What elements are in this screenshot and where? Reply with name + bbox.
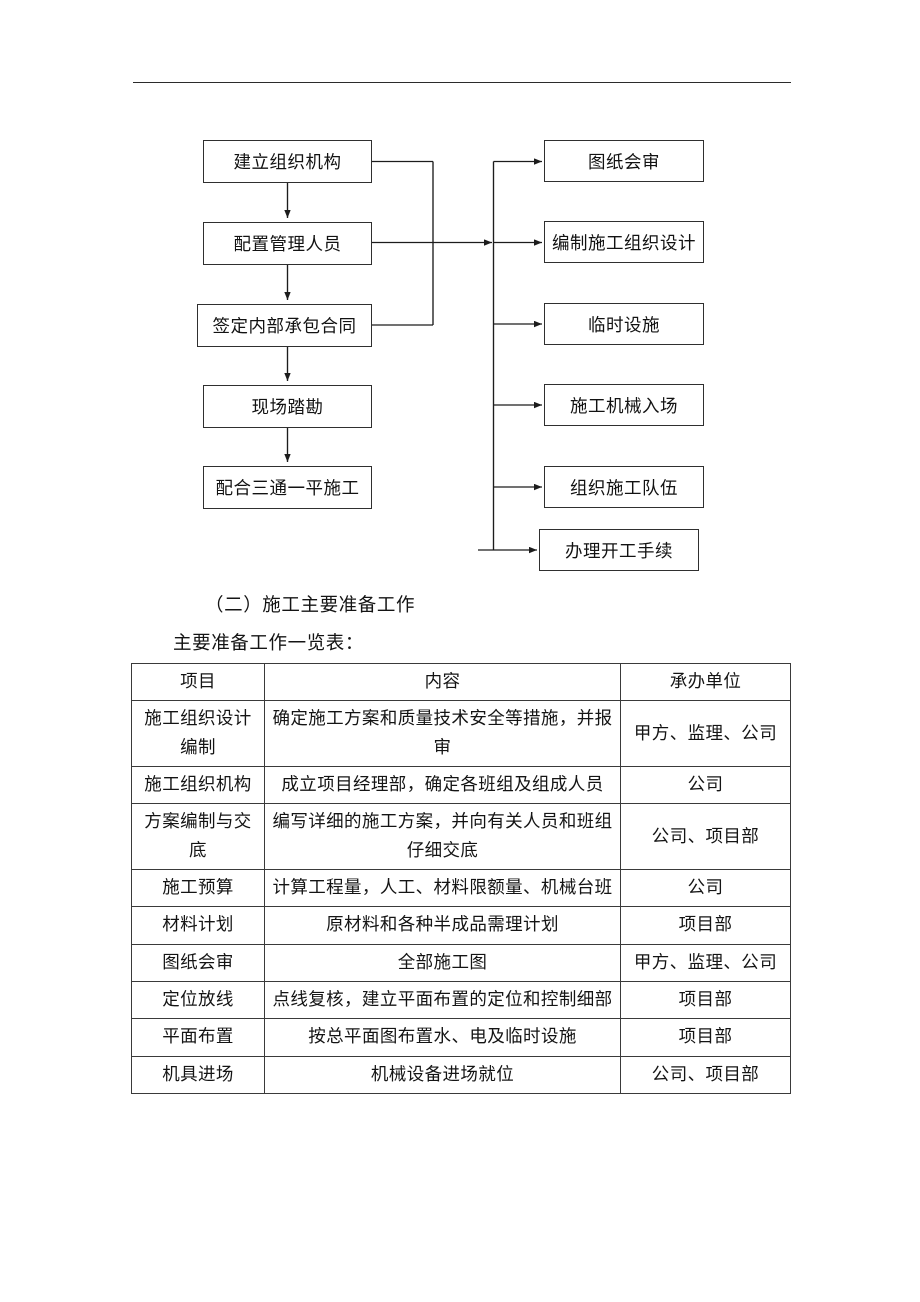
cell-item: 材料计划 [131, 906, 265, 945]
cell-item: 施工组织机构 [131, 766, 265, 805]
column-header-unit: 承办单位 [620, 662, 791, 702]
table-row: 施工组织设计编制 确定施工方案和质量技术安全等措施，并报审 甲方、监理、公司 [131, 700, 791, 768]
cell-unit: 甲方、监理、公司 [620, 700, 791, 768]
cell-item: 图纸会审 [131, 943, 265, 983]
header-rule [133, 82, 791, 83]
table-row: 方案编制与交底 编写详细的施工方案，并向有关人员和班组仔细交底 公司、项目部 [131, 803, 791, 871]
cell-content: 机械设备进场就位 [264, 1055, 621, 1095]
cell-unit: 项目部 [620, 981, 791, 1020]
column-header-item: 项目 [131, 662, 265, 702]
flow-box-assign-management-staff: 配置管理人员 [203, 222, 372, 265]
cell-unit: 公司、项目部 [620, 803, 791, 871]
cell-content: 按总平面图布置水、电及临时设施 [264, 1018, 621, 1057]
cell-content: 编写详细的施工方案，并向有关人员和班组仔细交底 [264, 803, 621, 871]
cell-content: 计算工程量，人工、材料限额量、机械台班 [264, 869, 621, 908]
cell-unit: 项目部 [620, 906, 791, 945]
table-row: 平面布置 按总平面图布置水、电及临时设施 项目部 [131, 1018, 791, 1057]
column-header-content: 内容 [264, 662, 621, 702]
cell-unit: 项目部 [620, 1018, 791, 1057]
cell-content: 成立项目经理部，确定各班组及组成人员 [264, 766, 621, 805]
table-row: 施工预算 计算工程量，人工、材料限额量、机械台班 公司 [131, 869, 791, 908]
flow-box-machinery-entry: 施工机械入场 [544, 384, 704, 426]
cell-item: 机具进场 [131, 1055, 265, 1095]
section-heading: （二）施工主要准备工作 [205, 595, 416, 616]
cell-item: 平面布置 [131, 1018, 265, 1057]
flow-box-organize-construction-team: 组织施工队伍 [544, 466, 704, 508]
flow-box-three-connections-leveling: 配合三通一平施工 [203, 466, 372, 509]
flow-box-site-survey: 现场踏勘 [203, 385, 372, 428]
flow-box-drawing-review: 图纸会审 [544, 140, 704, 182]
flow-box-temporary-facilities: 临时设施 [544, 303, 704, 345]
cell-content: 确定施工方案和质量技术安全等措施，并报审 [264, 700, 621, 768]
table-row: 图纸会审 全部施工图 甲方、监理、公司 [131, 943, 791, 983]
table-row: 机具进场 机械设备进场就位 公司、项目部 [131, 1055, 791, 1095]
flow-box-start-work-procedures: 办理开工手续 [539, 529, 699, 571]
cell-unit: 公司、项目部 [620, 1055, 791, 1095]
cell-unit: 公司 [620, 766, 791, 805]
flow-box-compile-construction-design: 编制施工组织设计 [544, 221, 704, 263]
preparation-flowchart: 建立组织机构 配置管理人员 签定内部承包合同 现场踏勘 配合三通一平施工 图纸会… [0, 110, 920, 580]
cell-item: 定位放线 [131, 981, 265, 1020]
table-caption: 主要准备工作一览表： [173, 633, 365, 654]
flow-box-sign-internal-contract: 签定内部承包合同 [197, 304, 372, 347]
preparation-table: 项目 内容 承办单位 施工组织设计编制 确定施工方案和质量技术安全等措施，并报审… [131, 662, 791, 1095]
cell-item: 施工组织设计编制 [131, 700, 265, 768]
cell-content: 全部施工图 [264, 943, 621, 983]
flow-box-establish-organization: 建立组织机构 [203, 140, 372, 183]
table-row: 定位放线 点线复核，建立平面布置的定位和控制细部 项目部 [131, 981, 791, 1020]
cell-unit: 公司 [620, 869, 791, 908]
preparation-table-wrapper: 项目 内容 承办单位 施工组织设计编制 确定施工方案和质量技术安全等措施，并报审… [131, 662, 791, 1095]
flowchart-connectors [284, 158, 542, 554]
table-row: 施工组织机构 成立项目经理部，确定各班组及组成人员 公司 [131, 766, 791, 805]
table-row: 材料计划 原材料和各种半成品需理计划 项目部 [131, 906, 791, 945]
cell-content: 原材料和各种半成品需理计划 [264, 906, 621, 945]
cell-content: 点线复核，建立平面布置的定位和控制细部 [264, 981, 621, 1020]
cell-item: 施工预算 [131, 869, 265, 908]
table-header-row: 项目 内容 承办单位 [131, 662, 791, 702]
cell-unit: 甲方、监理、公司 [620, 943, 791, 983]
cell-item: 方案编制与交底 [131, 803, 265, 871]
